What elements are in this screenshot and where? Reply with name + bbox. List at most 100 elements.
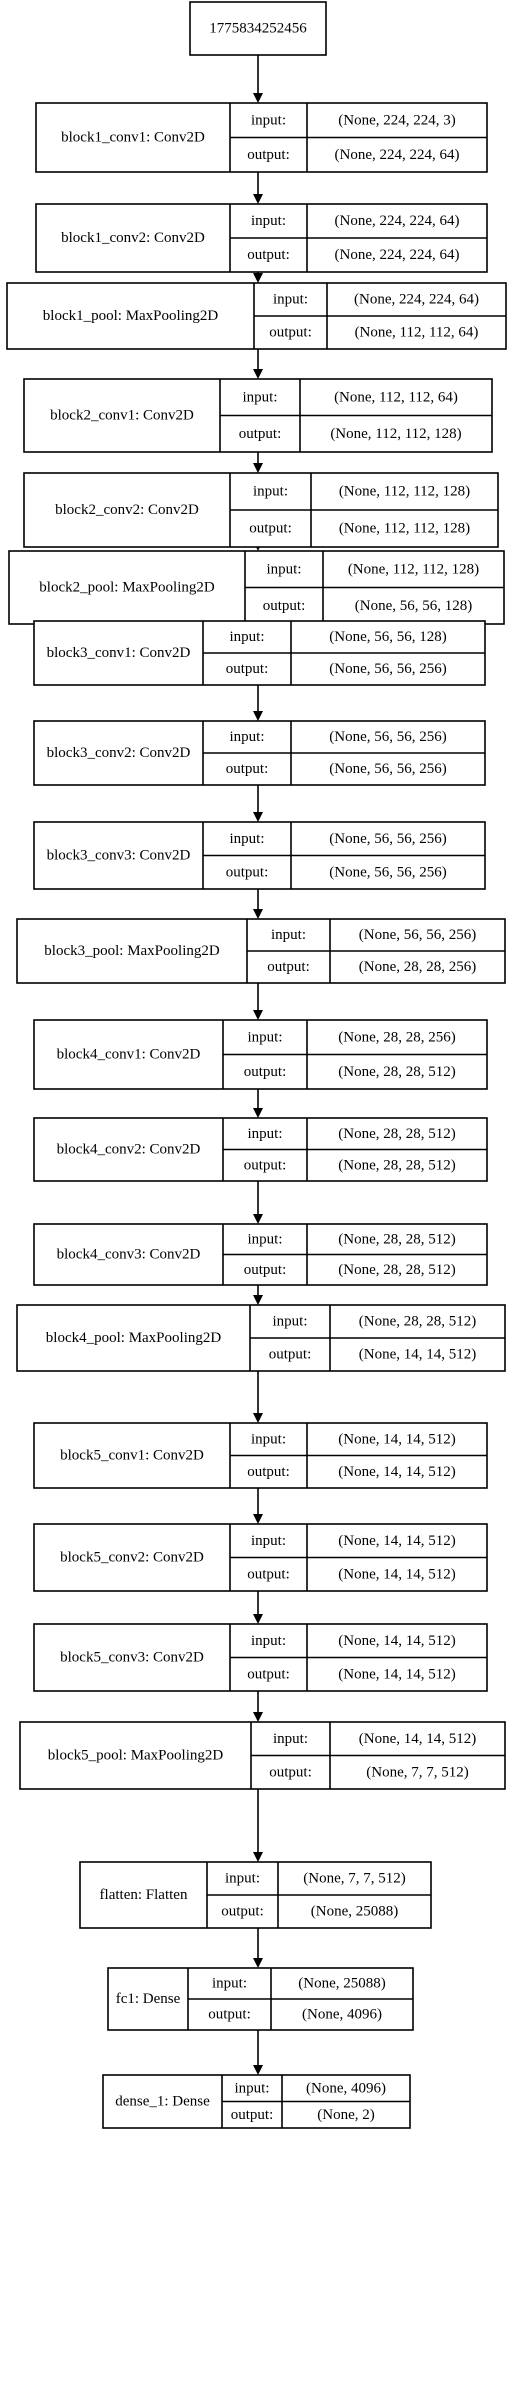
output-label: output: <box>231 2107 274 2123</box>
layer-node: block5_pool: MaxPooling2Dinput:output:(N… <box>19 1721 506 1790</box>
output-shape: (None, 4096) <box>302 2007 382 2023</box>
layer-name: block5_pool: MaxPooling2D <box>48 1748 224 1764</box>
output-label: output: <box>247 1464 290 1480</box>
output-shape: (None, 224, 224, 64) <box>335 147 460 163</box>
arrowhead <box>253 1010 263 1020</box>
output-label: output: <box>269 1347 312 1363</box>
output-shape: (None, 56, 56, 256) <box>329 661 446 677</box>
arrowhead <box>253 1514 263 1524</box>
layer-name: block4_conv3: Conv2D <box>57 1247 201 1263</box>
input-label: input: <box>272 1314 307 1330</box>
edge <box>253 55 263 103</box>
output-shape: (None, 14, 14, 512) <box>338 1566 455 1582</box>
layer-name: block1_conv2: Conv2D <box>61 230 205 246</box>
layer-nodes: block1_conv1: Conv2D input: output: (None, … <box>6 102 507 2129</box>
layer-name: block1_conv1: Conv2D <box>61 130 205 146</box>
input-label: input: <box>273 1731 308 1747</box>
edge <box>253 1181 263 1224</box>
input-shape: (None, 25088) <box>298 1976 385 1992</box>
output-shape: (None, 28, 28, 256) <box>359 959 476 975</box>
output-shape: (None, 112, 112, 64) <box>355 325 479 341</box>
arrowhead <box>253 1108 263 1118</box>
input-label: input: <box>247 1231 282 1247</box>
output-shape: (None, 28, 28, 512) <box>338 1262 455 1278</box>
output-label: output: <box>221 1904 264 1920</box>
layer-node: block2_pool: MaxPooling2D input: output: (N… <box>8 550 505 625</box>
arrowhead <box>253 2065 263 2075</box>
edge <box>253 1789 263 1862</box>
input-shape: (None, 224, 224, 64) <box>354 292 479 308</box>
input-shape: (None, 56, 56, 256) <box>329 729 446 745</box>
input-node-box <box>189 1 327 56</box>
input-shape: (None, 56, 56, 256) <box>329 831 446 847</box>
arrowhead <box>253 711 263 721</box>
input-shape: (None, 224, 224, 3) <box>338 112 455 128</box>
edge <box>253 889 263 919</box>
arrowhead <box>253 1295 263 1305</box>
input-label: input: <box>251 1431 286 1447</box>
layer-name: block2_pool: MaxPooling2D <box>39 580 215 596</box>
input-label: input: <box>266 561 301 577</box>
arrowhead <box>253 463 263 473</box>
layer-node: block5_conv2: Conv2Dinput:output:(None, … <box>33 1523 488 1592</box>
layer-name: block3_pool: MaxPooling2D <box>44 943 220 959</box>
output-label: output: <box>247 1666 290 1682</box>
input-shape: (None, 7, 7, 512) <box>303 1871 405 1887</box>
edge <box>253 2030 263 2075</box>
output-label: output: <box>244 1262 287 1278</box>
arrowhead <box>253 909 263 919</box>
layer-name: block3_conv2: Conv2D <box>47 745 191 761</box>
input-label: input: <box>251 213 286 229</box>
layer-name: block3_conv3: Conv2D <box>47 848 191 864</box>
layer-node: block3_conv3: Conv2Dinput:output:(None, … <box>33 821 486 890</box>
output-shape: (None, 224, 224, 64) <box>335 247 460 263</box>
edge <box>253 172 263 204</box>
edge <box>253 785 263 822</box>
layer-node: block4_conv2: Conv2Dinput:output:(None, … <box>33 1117 488 1182</box>
arrowhead <box>253 273 263 283</box>
input-shape: (None, 14, 14, 512) <box>338 1533 455 1549</box>
edge <box>253 1089 263 1118</box>
input-shape: (None, 28, 28, 256) <box>338 1029 455 1045</box>
arrowhead <box>253 194 263 204</box>
input-label: input: <box>251 112 286 128</box>
edge <box>253 1691 263 1722</box>
output-label: output: <box>269 325 312 341</box>
input-label: input: <box>229 831 264 847</box>
edge <box>253 272 263 283</box>
input-shape: (None, 112, 112, 64) <box>334 389 458 405</box>
edge <box>253 1591 263 1624</box>
input-label: input: <box>247 1126 282 1142</box>
layer-name: block2_conv1: Conv2D <box>50 408 194 424</box>
output-shape: (None, 56, 56, 128) <box>355 598 472 614</box>
output-label: output: <box>208 2007 251 2023</box>
layer-name: block1_pool: MaxPooling2D <box>43 308 219 324</box>
layer-name: block5_conv1: Conv2D <box>60 1448 204 1464</box>
layer-node: block3_pool: MaxPooling2Dinput:output:(N… <box>16 918 506 984</box>
layer-node: block1_conv2: Conv2Dinput:output:(None, … <box>35 203 488 273</box>
layer-name: flatten: Flatten <box>100 1887 188 1903</box>
output-shape: (None, 28, 28, 512) <box>338 1064 455 1080</box>
arrowhead <box>253 812 263 822</box>
output-label: output: <box>244 1064 287 1080</box>
layer-name: block3_conv1: Conv2D <box>47 645 191 661</box>
input-shape: (None, 14, 14, 512) <box>338 1633 455 1649</box>
output-shape: (None, 2) <box>317 2107 374 2123</box>
input-shape: (None, 56, 56, 128) <box>329 629 446 645</box>
output-label: output: <box>267 959 310 975</box>
arrowhead <box>253 1852 263 1862</box>
input-shape: (None, 224, 224, 64) <box>335 213 460 229</box>
output-label: output: <box>269 1764 312 1780</box>
input-shape: (None, 28, 28, 512) <box>338 1126 455 1142</box>
layer-name: block5_conv3: Conv2D <box>60 1650 204 1666</box>
input-label: input: <box>251 1633 286 1649</box>
layer-name: block4_conv1: Conv2D <box>57 1047 201 1063</box>
output-label: output: <box>247 1566 290 1582</box>
layer-node: block3_conv2: Conv2Dinput:output:(None, … <box>33 720 486 786</box>
output-label: output: <box>263 598 306 614</box>
layer-node: block5_conv1: Conv2Dinput:output:(None, … <box>33 1422 488 1489</box>
layer-name: fc1: Dense <box>116 1991 181 2007</box>
output-shape: (None, 56, 56, 256) <box>329 761 446 777</box>
